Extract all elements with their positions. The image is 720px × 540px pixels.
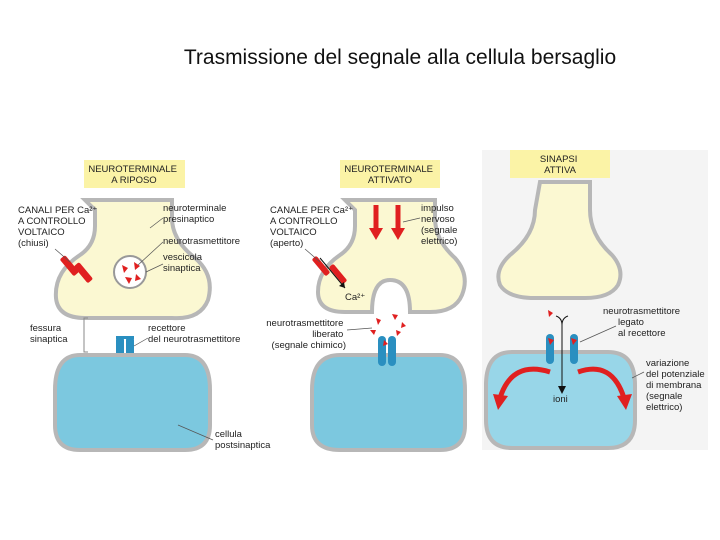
label-membrane-potential: variazione del potenziale di membrana (s… [646,358,707,413]
postsynaptic-cell-resting [53,353,212,452]
postsynaptic-cell-activated [310,353,467,452]
panel-activated: NEUROTERMINALE ATTIVATO [266,160,467,452]
calcium-channel-open [312,256,347,289]
label-released-transmitter: neurotrasmettitore liberato (segnale chi… [266,318,346,351]
label-postsynaptic-cell: cellula postsinaptica [215,429,271,451]
ion-flow-arrows [493,315,632,410]
panel-activated-header: NEUROTERMINALE ATTIVATO [344,164,435,186]
label-presynaptic-terminal: neuroterminale presinaptico [163,203,229,225]
panel-active-header-box [510,150,610,178]
label-vesicle: vescicola sinaptica [163,252,205,274]
receptor-bound [546,310,578,364]
receptor-resting-top [116,336,134,339]
label-impulse: impulso nervoso (segnale elettrico) [421,203,460,247]
presynaptic-terminal-activated [315,198,467,314]
impulse-arrows [369,205,405,240]
panel-resting: NEUROTERMINALE A RIPOSO CANALI PER Ca²⁺ … [18,160,271,452]
slide-title: Trasmissione del segnale alla cellula be… [183,46,617,69]
presynaptic-terminal-active [496,180,623,300]
receptor-activated [378,336,396,366]
label-calcium: Ca²⁺ [345,292,365,303]
label-channels-closed: CANALI PER Ca²⁺ A CONTROLLO VOLTAICO (ch… [18,205,100,249]
panel-activated-header-box [340,160,440,188]
label-cleft: fessura sinaptica [30,323,68,345]
label-ions: ioni [553,394,568,405]
panel-resting-header-box [84,160,185,188]
synaptic-vesicle [113,255,147,289]
panel-resting-header: NEUROTERMINALE A RIPOSO [88,164,179,186]
released-neurotransmitter [370,314,406,336]
label-neurotransmitter: neurotrasmettitore [163,236,240,247]
label-bound-transmitter: neurotrasmettitore legato al recettore [603,306,683,339]
cleft-bracket [83,317,88,353]
calcium-channel-closed [60,255,93,283]
postsynaptic-cell-active [484,350,637,450]
panel-active-synapse: SINAPSI ATTIVA ioni neurotrasmettit [482,150,708,450]
label-channel-open: CANALE PER Ca²⁺ A CONTROLLO VOLTAICO (ap… [270,205,356,249]
label-receptor: recettore del neurotrasmettitore [148,323,240,345]
panel-active-header: SINAPSI ATTIVA [540,154,580,176]
